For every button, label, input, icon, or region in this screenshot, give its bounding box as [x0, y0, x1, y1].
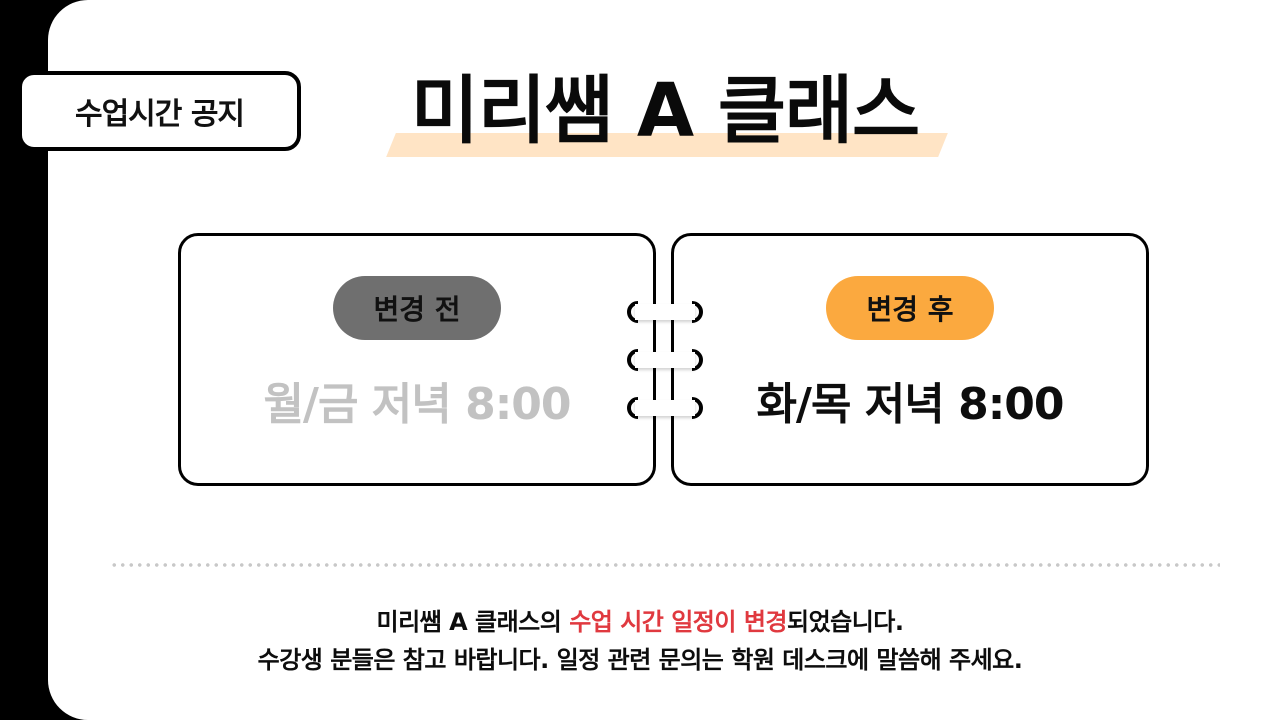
notice-badge: 수업시간 공지: [18, 71, 301, 151]
before-pill-label: 변경 전: [373, 293, 461, 326]
after-pill: 변경 후: [826, 276, 994, 340]
after-pill-label: 변경 후: [866, 293, 954, 326]
title-block: 미리쌤 A 클래스: [385, 66, 948, 161]
ring-end-right: [692, 397, 703, 419]
ring-bar: [635, 304, 695, 320]
before-card: 변경 전 월/금 저녁 8:00: [178, 233, 656, 486]
ring-end-right: [692, 349, 703, 371]
ring-end-left: [627, 349, 638, 371]
binder-ring-icon: [627, 349, 703, 371]
before-time: 월/금 저녁 8:00: [263, 379, 571, 430]
notice-message: 미리쌤 A 클래스의 수업 시간 일정이 변경되었습니다. 수강생 분들은 참고…: [0, 603, 1280, 679]
message-prefix: 미리쌤 A 클래스의: [376, 608, 570, 636]
message-line-2: 수강생 분들은 참고 바랍니다. 일정 관련 문의는 학원 데스크에 말씀해 주…: [257, 646, 1023, 674]
message-line-1: 미리쌤 A 클래스의 수업 시간 일정이 변경되었습니다.: [0, 603, 1280, 641]
message-suffix: 되었습니다.: [786, 608, 904, 636]
dotted-divider: [110, 563, 1220, 567]
ring-end-left: [627, 301, 638, 323]
ring-bar: [635, 352, 695, 368]
binder-ring-icon: [627, 397, 703, 419]
after-card: 변경 후 화/목 저녁 8:00: [671, 233, 1149, 486]
ring-end-left: [627, 397, 638, 419]
ring-end-right: [692, 301, 703, 323]
ring-bar: [635, 400, 695, 416]
before-pill: 변경 전: [333, 276, 501, 340]
binder-ring-icon: [627, 301, 703, 323]
after-time: 화/목 저녁 8:00: [756, 379, 1064, 430]
page-title: 미리쌤 A 클래스: [410, 68, 920, 154]
message-highlight: 수업 시간 일정이 변경: [569, 608, 787, 636]
notice-badge-label: 수업시간 공지: [74, 97, 245, 132]
